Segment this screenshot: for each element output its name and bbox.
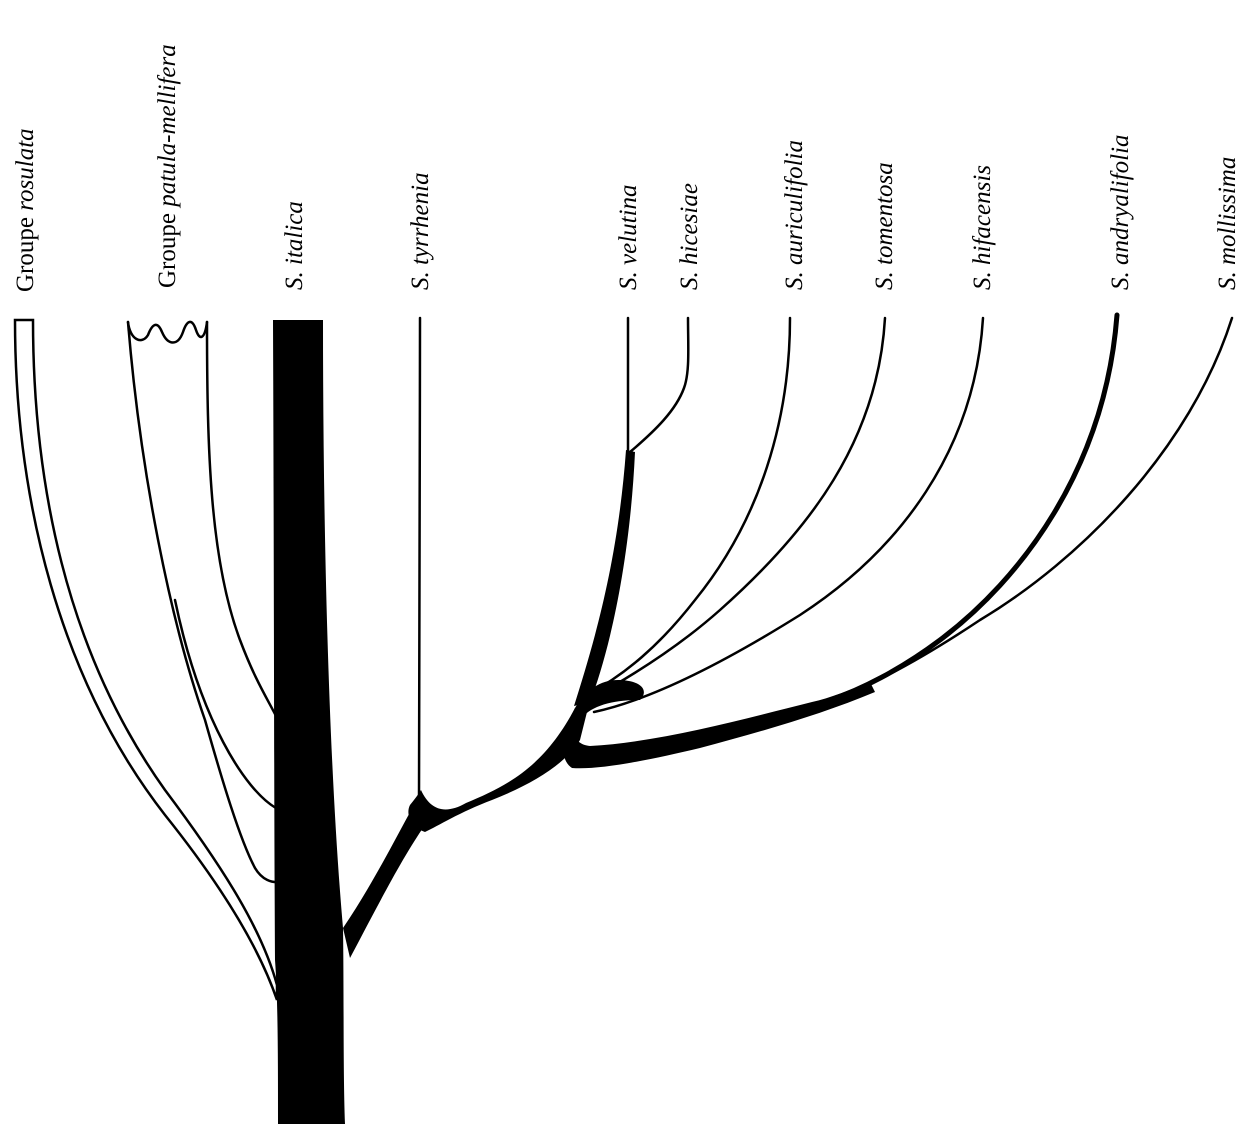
- label-s-andryalifolia: S. andryalifolia: [1107, 134, 1134, 290]
- label-groupe-patula-mellifera: Groupe patula-mellifera: [154, 44, 181, 288]
- label-s-hifacensis: S. hifacensis: [969, 165, 996, 290]
- branch-lower-clade: [563, 680, 875, 769]
- branch-groupe-patula-mellifera-inner: [205, 320, 278, 718]
- branch-s-tomentosa: [586, 316, 887, 702]
- label-s-tomentosa: S. tomentosa: [871, 162, 898, 290]
- tree-branches: [13, 312, 1234, 1124]
- label-s-mollissima: S. mollissima: [1214, 157, 1241, 290]
- branch-groupe-patula-mellifera-outer: [126, 320, 282, 884]
- branch-main-limb: [343, 805, 430, 958]
- branch-s-hicesiae: [628, 316, 690, 454]
- taxon-labels: Groupe rosulata Groupe patula-mellifera …: [12, 44, 1241, 292]
- label-groupe-rosulata: Groupe rosulata: [12, 128, 39, 292]
- branch-s-velutina-stem: [574, 450, 635, 706]
- branch-s-andryalifolia: [827, 312, 1120, 703]
- label-s-tyrrhenia: S. tyrrhenia: [407, 172, 434, 290]
- branch-s-hifacensis: [592, 316, 985, 714]
- branch-groupe-patula-mellifera-top: [126, 320, 209, 344]
- branch-groupe-patula-mellifera-join: [173, 598, 278, 810]
- branch-groupe-rosulata: [13, 318, 279, 1001]
- label-s-auriculifolia: S. auriculifolia: [781, 140, 808, 290]
- branch-s-auriculifolia: [583, 316, 792, 698]
- branch-tyrrhenia-junction: [408, 700, 590, 832]
- label-s-velutina: S. velutina: [615, 184, 642, 290]
- label-s-hicesiae: S. hicesiae: [676, 183, 703, 290]
- branch-s-italica-trunk: [273, 320, 345, 1124]
- branch-s-tyrrhenia: [417, 316, 422, 802]
- branch-s-mollissima: [816, 316, 1234, 707]
- label-s-italica: S. italica: [281, 201, 308, 290]
